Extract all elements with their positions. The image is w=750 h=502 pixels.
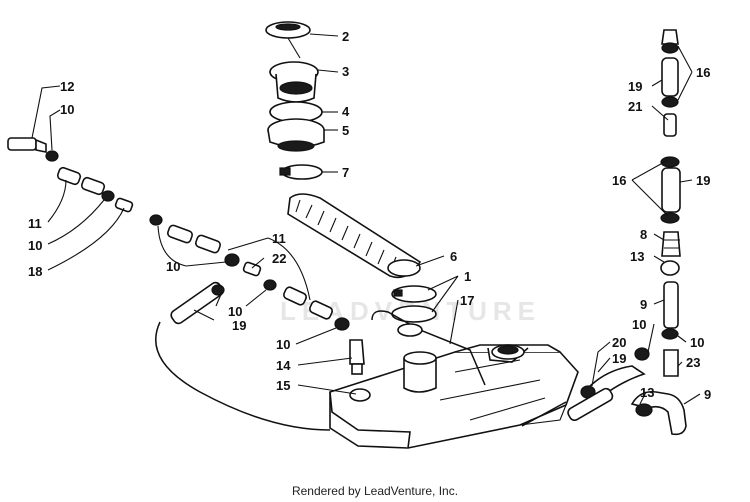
callout-labels: 12 10 2 3 4 5 7 11 10 18 11 22 10 10 19 … (28, 29, 711, 402)
callout-14: 14 (276, 358, 291, 373)
callout-9: 9 (704, 387, 711, 402)
callout-12: 12 (60, 79, 74, 94)
callout-6: 6 (450, 249, 457, 264)
callout-13: 13 (630, 249, 644, 264)
callout-3: 3 (342, 64, 349, 79)
callout-16: 16 (612, 173, 626, 188)
callout-7: 7 (342, 165, 349, 180)
callout-16: 16 (696, 65, 710, 80)
hose-clamps (371, 285, 486, 386)
callout-19: 19 (232, 318, 246, 333)
callout-10: 10 (690, 335, 704, 350)
leader-lines (31, 33, 701, 405)
callout-22: 22 (272, 251, 286, 266)
fuel-system-diagram: 12 10 2 3 4 5 7 11 10 18 11 22 10 10 19 … (7, 21, 711, 449)
callout-19: 19 (696, 173, 710, 188)
callout-10: 10 (228, 304, 242, 319)
left-fuel-line (7, 137, 365, 431)
right-fuel-line (521, 29, 687, 436)
filler-cap-assembly (265, 21, 325, 180)
callout-2: 2 (342, 29, 349, 44)
fuel-tank (329, 344, 579, 449)
callout-19: 19 (612, 351, 626, 366)
callout-1: 1 (464, 269, 471, 284)
callout-13: 13 (640, 385, 654, 400)
callout-10: 10 (166, 259, 180, 274)
filler-hose (287, 193, 422, 279)
callout-10: 10 (632, 317, 646, 332)
callout-9: 9 (640, 297, 647, 312)
callout-10: 10 (28, 238, 42, 253)
callout-19: 19 (628, 79, 642, 94)
callout-23: 23 (686, 355, 700, 370)
callout-5: 5 (342, 123, 349, 138)
callout-11: 11 (272, 231, 286, 246)
callout-8: 8 (640, 227, 647, 242)
callout-15: 15 (276, 378, 290, 393)
callout-11: 11 (28, 216, 42, 231)
callout-10: 10 (60, 102, 74, 117)
callout-17: 17 (460, 293, 474, 308)
callout-4: 4 (342, 104, 350, 119)
callout-10: 10 (276, 337, 290, 352)
callout-21: 21 (628, 99, 642, 114)
callout-18: 18 (28, 264, 42, 279)
callout-20: 20 (612, 335, 626, 350)
footer-credit: Rendered by LeadVenture, Inc. (291, 484, 459, 498)
